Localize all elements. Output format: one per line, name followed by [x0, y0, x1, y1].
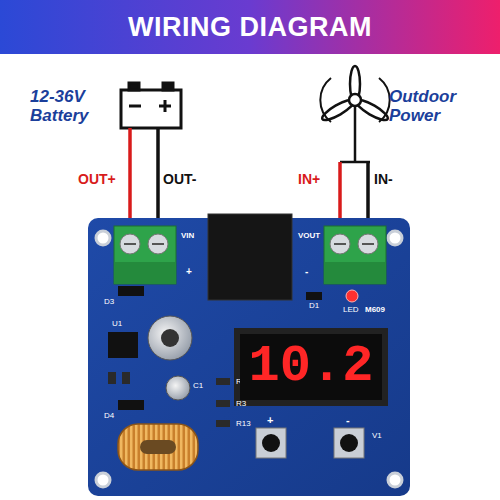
silkscreen-label: U1: [112, 320, 122, 329]
silkscreen-label: R13: [236, 420, 251, 429]
diode-d4: [118, 400, 144, 410]
ic-u1: [108, 332, 138, 358]
wind-turbine-icon: [320, 66, 390, 162]
capacitor-c1: [166, 376, 190, 400]
wire-label: OUT+: [78, 172, 116, 187]
title-text: WIRING DIAGRAM: [0, 0, 500, 54]
silkscreen-label: M609: [365, 306, 385, 315]
output-terminal-block: [324, 226, 386, 284]
display-housing: [234, 328, 388, 406]
silkscreen-label: D1: [309, 302, 319, 311]
silkscreen-label: D3: [104, 298, 114, 307]
silkscreen-label: D4: [104, 412, 114, 421]
push-buttons: [256, 428, 364, 458]
capacitor-top: [161, 329, 179, 347]
silkscreen-label: VIN: [181, 232, 194, 241]
battery-icon: [121, 83, 181, 128]
wire-label: OUT-: [163, 172, 196, 187]
toroid-inductor: [118, 424, 198, 470]
power-source-label: Outdoor Power: [389, 88, 479, 125]
smd-resistors: [108, 372, 230, 427]
silkscreen-label: V1: [372, 432, 382, 441]
title-banner: [0, 0, 500, 54]
silkscreen-label: LED: [343, 306, 359, 315]
button-label: -: [346, 414, 350, 426]
wire-label: IN-: [374, 172, 393, 187]
silkscreen-label: R3: [236, 400, 246, 409]
silkscreen-label: -: [305, 266, 308, 277]
input-terminal-block: [114, 226, 176, 284]
diode-d1: [306, 292, 322, 300]
display-digits: 10.2: [249, 341, 374, 393]
led: [346, 290, 358, 302]
diode-d3: [118, 286, 144, 296]
battery-label: 12-36V Battery: [30, 88, 116, 125]
relay: [208, 214, 292, 300]
seven-segment-display: 10.2: [240, 334, 382, 400]
silkscreen-label: C1: [193, 382, 203, 391]
electrolytic-capacitor: [148, 316, 192, 360]
silkscreen-label: +: [186, 266, 192, 277]
button-label: +: [267, 414, 273, 426]
wire-label: IN+: [298, 172, 320, 187]
silkscreen-label: VOUT: [298, 232, 320, 241]
